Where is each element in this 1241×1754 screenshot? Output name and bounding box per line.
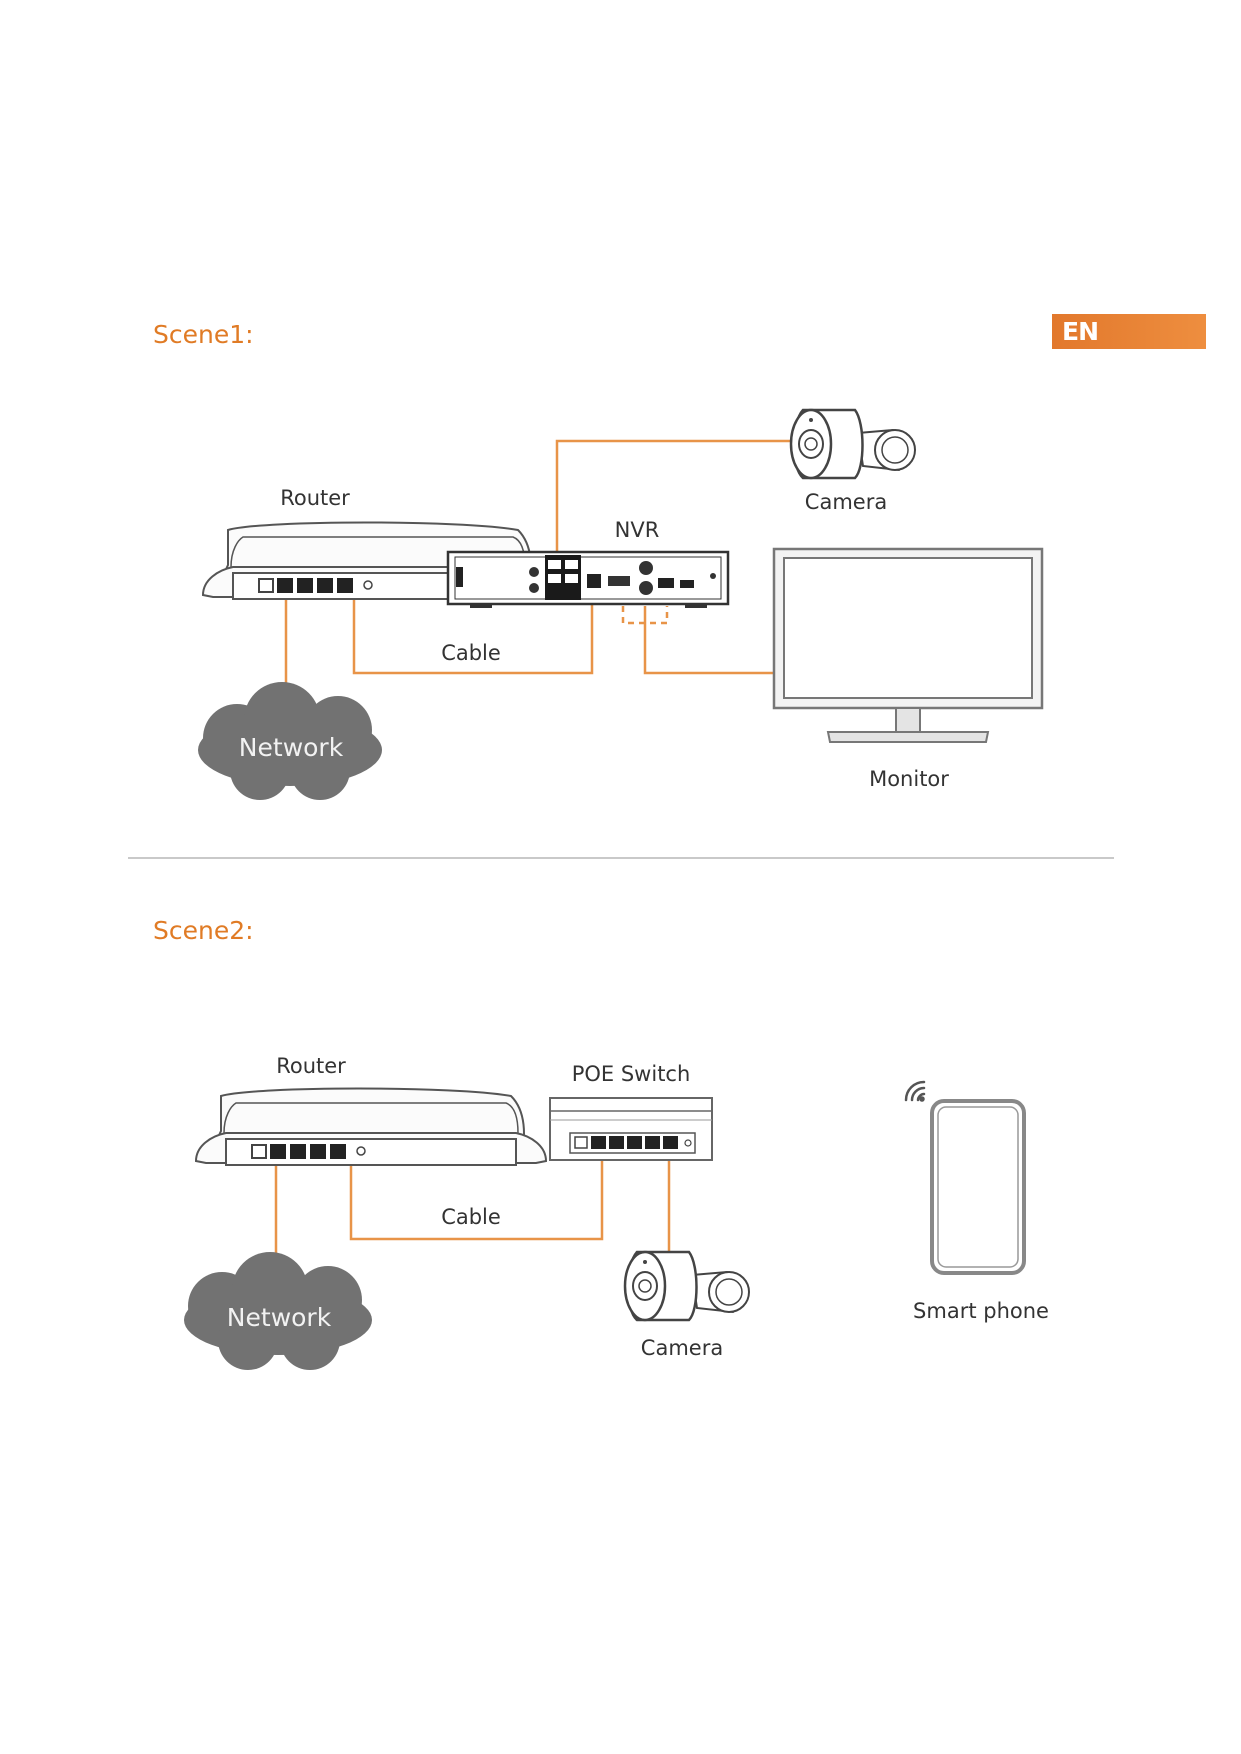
- language-tab: EN: [1052, 314, 1206, 349]
- section-divider: [128, 857, 1114, 859]
- network-cloud-icon-2: [184, 1252, 372, 1370]
- smart-phone-icon: [930, 1099, 1026, 1275]
- scene1-network-label: Network: [238, 733, 344, 762]
- scene1-title: Scene1:: [153, 320, 254, 349]
- scene2-poe-switch-label: POE Switch: [571, 1062, 691, 1086]
- nvr-to-monitor-line: [643, 606, 778, 675]
- scene2-network-label: Network: [226, 1303, 332, 1332]
- scene1-router-label: Router: [280, 486, 350, 510]
- scene1-camera-label: Camera: [804, 490, 888, 514]
- camera-icon: [789, 408, 916, 480]
- camera-icon-2: [623, 1250, 750, 1322]
- scene2-camera-label: Camera: [640, 1336, 724, 1360]
- nvr-dashed-link: [621, 606, 669, 625]
- scene1-cable-label: Cable: [441, 641, 501, 665]
- router-icon-2: [194, 1087, 548, 1166]
- scene2-cable-label: Cable: [441, 1205, 501, 1229]
- camera-to-nvr-line: [555, 439, 792, 558]
- monitor-icon: [772, 547, 1044, 743]
- scene1-nvr-label: NVR: [614, 518, 660, 542]
- scene1-monitor-label: Monitor: [869, 767, 949, 791]
- router-to-switch-cable: [349, 1160, 604, 1241]
- poe-switch-icon: [549, 1097, 713, 1161]
- wifi-icon: [904, 1080, 926, 1102]
- scene2-smart-phone-label: Smart phone: [913, 1299, 1049, 1323]
- scene2-title: Scene2:: [153, 916, 254, 945]
- router-to-nvr-cable: [352, 598, 594, 675]
- nvr-icon: [446, 550, 730, 608]
- network-cloud-icon: [198, 682, 382, 800]
- scene1-connectors: [284, 439, 792, 727]
- scene2-router-label: Router: [276, 1054, 346, 1078]
